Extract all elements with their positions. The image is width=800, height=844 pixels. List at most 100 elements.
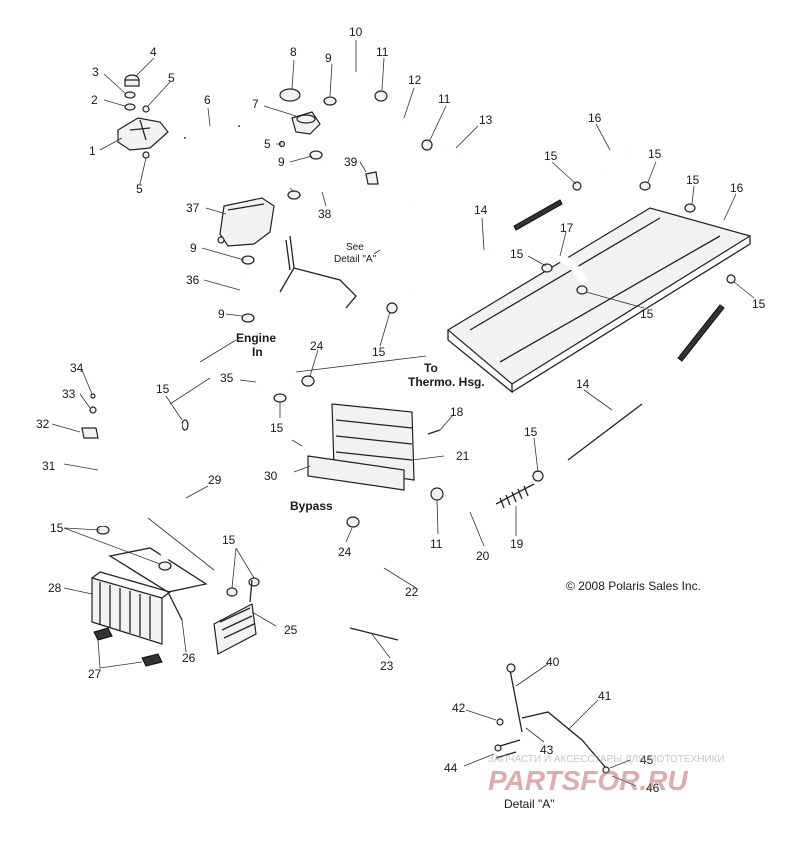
callout-15-b: 15 bbox=[648, 147, 662, 161]
part-20-hose bbox=[452, 498, 498, 510]
part-14-tubes bbox=[408, 199, 725, 461]
part-1-bracket bbox=[117, 117, 169, 151]
callout-11-c: 11 bbox=[430, 537, 443, 551]
part-24-clamp-lower bbox=[346, 516, 360, 528]
callout-5-a: 5 bbox=[168, 71, 175, 85]
callout-36: 36 bbox=[186, 273, 200, 287]
callout-40: 40 bbox=[546, 655, 560, 669]
part-23-line bbox=[349, 627, 399, 641]
part-36-hose bbox=[240, 275, 252, 309]
callout-16-a: 16 bbox=[588, 111, 602, 125]
callout-13: 13 bbox=[479, 113, 493, 127]
callout-5-b: 5 bbox=[136, 182, 143, 196]
callout-30: 30 bbox=[264, 469, 278, 483]
callout-22: 22 bbox=[405, 585, 419, 599]
callout-32: 32 bbox=[36, 417, 50, 431]
part-25-cooler bbox=[213, 579, 257, 655]
callout-6: 6 bbox=[204, 93, 211, 107]
callout-15-d: 15 bbox=[510, 247, 524, 261]
callout-21: 21 bbox=[456, 449, 470, 463]
callout-20: 20 bbox=[476, 549, 490, 563]
part-26-frame bbox=[108, 547, 208, 621]
callout-42: 42 bbox=[452, 701, 466, 715]
label-engine-in-line2: In bbox=[252, 345, 263, 359]
part-22-hose bbox=[257, 523, 388, 612]
callout-38: 38 bbox=[318, 207, 332, 221]
callout-15-l: 15 bbox=[222, 533, 236, 547]
part-24-clamp-upper bbox=[301, 375, 315, 387]
callout-17: 17 bbox=[560, 221, 574, 235]
callout-41: 41 bbox=[598, 689, 612, 703]
callout-46: 46 bbox=[646, 781, 660, 795]
part-3-seal bbox=[124, 91, 136, 99]
callout-24-a: 24 bbox=[310, 339, 324, 353]
callout-11-a: 11 bbox=[376, 45, 389, 59]
part-5-screws bbox=[142, 105, 286, 159]
part-29-hose bbox=[145, 477, 195, 562]
watermark-tagline: ЗАПЧАСТИ И АКСЕССУАРЫ ДЛЯ МОТОТЕХНИКИ bbox=[488, 754, 725, 765]
callout-29: 29 bbox=[208, 473, 222, 487]
callout-4: 4 bbox=[150, 45, 157, 59]
label-to-thermo-line1: To bbox=[424, 361, 438, 375]
callout-19: 19 bbox=[510, 537, 524, 551]
callout-26: 26 bbox=[182, 651, 196, 665]
part-10-elbow-hose bbox=[342, 70, 374, 90]
label-see-detail-line1: See bbox=[346, 242, 364, 253]
part-12-hose bbox=[389, 122, 414, 214]
callout-14-a: 14 bbox=[474, 203, 488, 217]
callout-11-b: 11 bbox=[438, 92, 451, 106]
callout-9-c: 9 bbox=[190, 241, 197, 255]
label-engine-in-line1: Engine bbox=[236, 331, 276, 345]
callout-12: 12 bbox=[408, 73, 422, 87]
label-to-thermo-line2: Thermo. Hsg. bbox=[408, 375, 485, 389]
part-9-clamps bbox=[241, 96, 337, 323]
callout-28: 28 bbox=[48, 581, 62, 595]
callout-34: 34 bbox=[70, 361, 84, 375]
part-13-hose bbox=[440, 146, 460, 160]
callout-15-i: 15 bbox=[270, 421, 284, 435]
callout-31: 31 bbox=[42, 459, 56, 473]
copyright-text: © 2008 Polaris Sales Inc. bbox=[566, 579, 701, 593]
part-28-radiator bbox=[91, 571, 172, 645]
callout-35: 35 bbox=[220, 371, 234, 385]
part-18-screw bbox=[427, 429, 441, 435]
label-detail-a: Detail "A" bbox=[504, 797, 555, 811]
callout-39: 39 bbox=[344, 155, 358, 169]
callout-14-b: 14 bbox=[576, 377, 590, 391]
callout-33: 33 bbox=[62, 387, 76, 401]
callout-3: 3 bbox=[92, 65, 99, 79]
callout-9-d: 9 bbox=[218, 307, 225, 321]
part-11-clamps bbox=[374, 90, 444, 501]
callout-15-e: 15 bbox=[640, 307, 654, 321]
part-19-corrugated-hose bbox=[495, 483, 535, 509]
callout-10: 10 bbox=[349, 25, 363, 39]
callout-44: 44 bbox=[444, 761, 458, 775]
part-17-crossover bbox=[541, 253, 588, 284]
text-labels: Engine In To Thermo. Hsg. Bypass See Det… bbox=[236, 242, 701, 811]
callout-18: 18 bbox=[450, 405, 464, 419]
callout-15-f: 15 bbox=[752, 297, 766, 311]
callout-15-h: 15 bbox=[156, 382, 170, 396]
callout-37: 37 bbox=[186, 201, 200, 215]
callout-43: 43 bbox=[540, 743, 554, 757]
callout-23: 23 bbox=[380, 659, 394, 673]
tunnel-heat-exchanger bbox=[446, 207, 752, 394]
detail-a-line-assembly bbox=[279, 235, 357, 309]
part-32-34-hardware bbox=[81, 393, 99, 439]
part-15-clamps bbox=[96, 181, 736, 597]
callout-15-j: 15 bbox=[524, 425, 538, 439]
callout-15-a: 15 bbox=[544, 149, 558, 163]
part-35-hose bbox=[255, 368, 296, 389]
watermark: ЗАПЧАСТИ И АКСЕССУАРЫ ДЛЯ МОТОТЕХНИКИ PA… bbox=[488, 754, 725, 796]
part-31-hose bbox=[94, 423, 183, 526]
part-27-pads bbox=[93, 627, 163, 667]
label-bypass: Bypass bbox=[290, 499, 333, 513]
part-8-cap bbox=[279, 88, 301, 102]
callout-45: 45 bbox=[640, 753, 654, 767]
part-7-filler-neck bbox=[291, 111, 321, 135]
part-39-fitting bbox=[365, 171, 379, 185]
part-30-bar bbox=[307, 455, 405, 491]
part-4-cap bbox=[124, 74, 140, 87]
callout-7: 7 bbox=[252, 97, 259, 111]
